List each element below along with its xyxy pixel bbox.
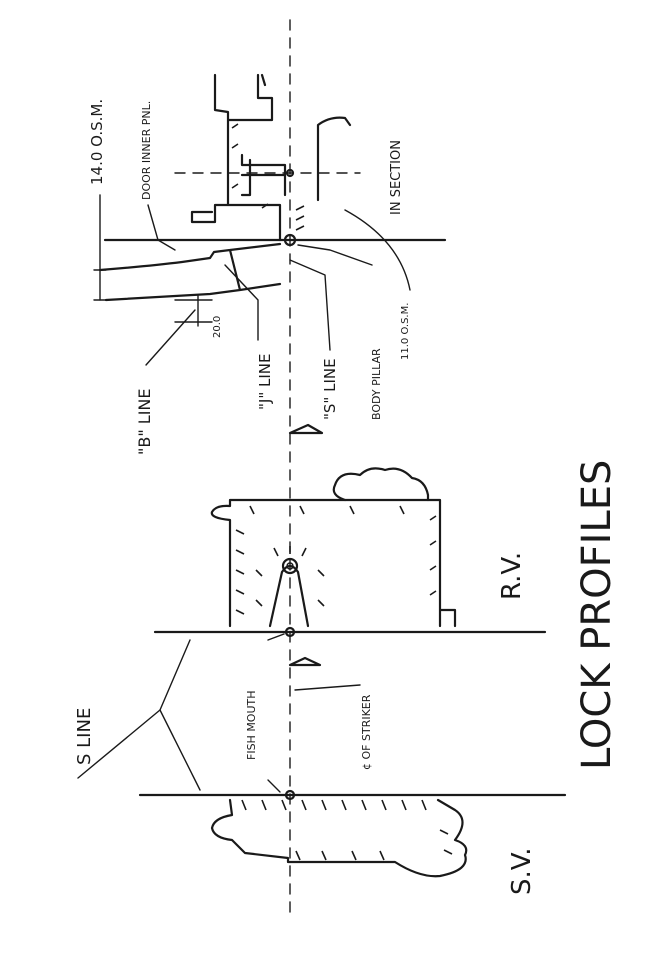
j-line-label: "J" LINE bbox=[256, 354, 274, 410]
in-section-label: IN SECTION bbox=[389, 140, 404, 215]
rv-hatching bbox=[235, 505, 437, 615]
rv-label: R.V. bbox=[497, 552, 527, 600]
dim-14-label: 14.0 O.S.M. bbox=[88, 99, 106, 185]
leader-lines bbox=[77, 204, 411, 793]
rv-notch-bump bbox=[332, 467, 430, 502]
rv-center-point bbox=[284, 626, 296, 638]
door-inner-label: DOOR INNER PNL. bbox=[140, 101, 153, 200]
sv-hatching bbox=[241, 799, 453, 861]
sv-center-point bbox=[284, 789, 296, 801]
section-hatching bbox=[231, 123, 305, 231]
section-pillar-profile bbox=[240, 153, 287, 197]
s-line-right-label: "S" LINE bbox=[321, 358, 339, 420]
dim-20-label: 20.0 bbox=[212, 316, 223, 338]
body-pillar-dim-label: 11.0 O.S.M. bbox=[400, 303, 411, 360]
cl-striker-label: ¢ OF STRIKER bbox=[360, 694, 373, 770]
rv-profile bbox=[210, 498, 457, 628]
section-view bbox=[98, 73, 447, 302]
dim-20-marks bbox=[174, 295, 213, 327]
page-title: LOCK PROFILES bbox=[574, 460, 620, 770]
rv-flag-marker bbox=[288, 656, 322, 667]
rv-view: R.V. bbox=[153, 467, 547, 638]
upper-flag-marker bbox=[288, 423, 324, 435]
sv-view: S.V. bbox=[138, 789, 567, 895]
section-pillar-point bbox=[285, 168, 295, 178]
dim-14-marks bbox=[93, 194, 107, 301]
section-curve bbox=[316, 116, 352, 202]
s-line-left-label: S LINE bbox=[74, 708, 95, 765]
section-body-profile bbox=[190, 73, 282, 242]
rv-fish-mouth bbox=[268, 546, 310, 628]
body-pillar-label: BODY PILLAR bbox=[370, 348, 383, 420]
sv-profile bbox=[210, 798, 468, 878]
section-door-panel bbox=[98, 242, 282, 302]
b-line-label: "B" LINE bbox=[135, 389, 154, 456]
section-center-point bbox=[283, 233, 297, 247]
sv-label: S.V. bbox=[507, 848, 537, 895]
fish-mouth-label: FISH MOUTH bbox=[245, 690, 258, 760]
